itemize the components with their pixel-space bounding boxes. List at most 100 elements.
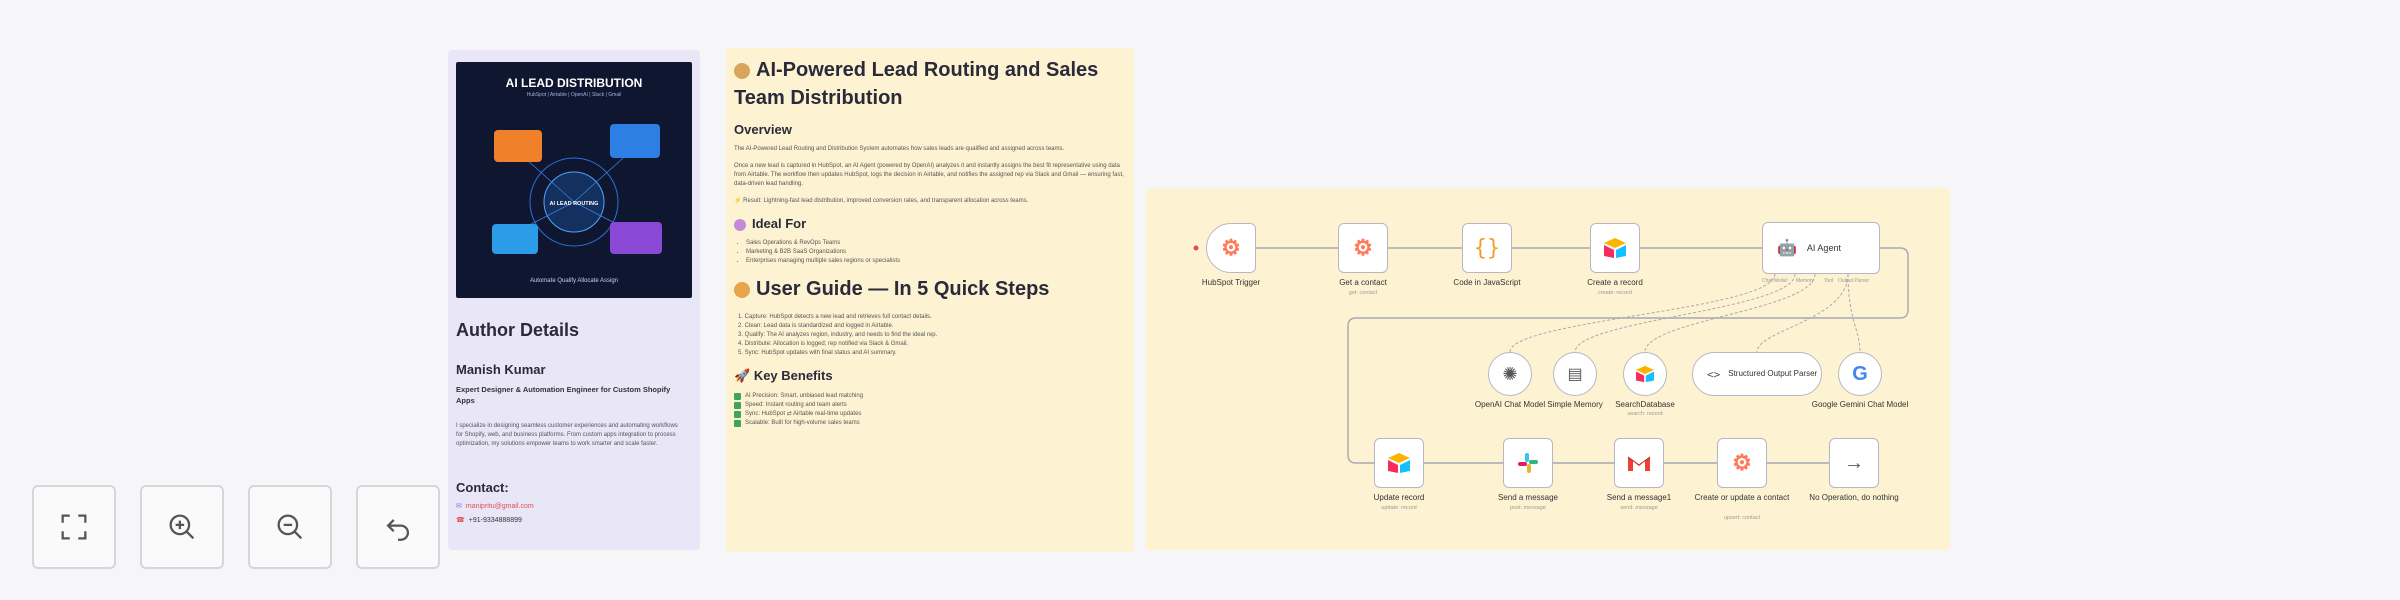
list-item: 5. Sync: HubSpot updates with final stat… [738, 350, 897, 356]
node-sublabel: update: record [1381, 505, 1417, 511]
list-item: Scalable: Built for high-volume sales te… [734, 419, 1126, 428]
node-label: Code in JavaScript [1453, 278, 1521, 287]
check-icon [734, 411, 741, 418]
code-brackets-icon: <> [1707, 367, 1721, 381]
list-item: Enterprises managing multiple sales regi… [746, 257, 1126, 266]
update-record-node[interactable] [1374, 438, 1424, 488]
list-item: AI Precision: Smart, unbiased lead match… [734, 392, 1126, 401]
airtable-icon [1636, 365, 1654, 383]
list-item: 2. Clean: Lead data is standardized and … [738, 323, 894, 329]
structured-output-parser-node[interactable]: <> Structured Output Parser [1692, 352, 1822, 396]
node-label: Structured Output Parser [1728, 369, 1818, 378]
target-icon [734, 218, 746, 231]
slack-send-message-node[interactable] [1503, 438, 1553, 488]
cover-title: AI LEAD DISTRIBUTION [505, 76, 643, 90]
port-label: Chat Model [1762, 278, 1788, 284]
upsert-contact-node[interactable]: ⚙ [1717, 438, 1767, 488]
node-label: Send a message [1497, 493, 1559, 502]
list-item: Marketing & B2B SaaS Organizations [746, 248, 1126, 257]
ideal-heading: Ideal For [734, 216, 1126, 231]
lightning-icon: ⚡ [734, 198, 742, 204]
phone-number: +91-9334888899 [468, 516, 522, 524]
node-label: OpenAI Chat Model [1474, 400, 1546, 409]
fit-view-button[interactable] [32, 485, 116, 569]
simple-memory-node[interactable]: ▤ [1553, 352, 1597, 396]
cover-center-label: AI LEAD ROUTING [550, 201, 599, 207]
user-guide-heading: User Guide — In 5 Quick Steps [734, 278, 1126, 301]
contact-phone[interactable]: ☎ +91-9334888899 [456, 516, 522, 525]
zoom-out-icon [277, 514, 303, 540]
google-gemini-chat-model-node[interactable]: G [1838, 352, 1882, 396]
hubspot-trigger-node[interactable]: ⚙ [1206, 223, 1256, 273]
code-braces-icon: {} [1473, 235, 1501, 261]
code-node[interactable]: {} [1462, 223, 1512, 273]
ideal-list: Sales Operations & RevOps Teams Marketin… [734, 239, 1126, 266]
openai-icon: ✺ [1502, 363, 1518, 384]
node-sublabel: send: message [1620, 505, 1658, 511]
overview-paragraph-2: Once a new lead is captured in HubSpot, … [734, 163, 1124, 187]
node-label: No Operation, do nothing [1809, 493, 1899, 502]
list-item: Speed: Instant routing and team alerts [734, 401, 1126, 410]
database-icon: ▤ [1567, 366, 1583, 383]
guide-title: AI-Powered Lead Routing and Sales Team D… [734, 59, 1099, 109]
ai-agent-node[interactable]: 🤖 AI Agent [1762, 222, 1880, 274]
zoom-out-button[interactable] [248, 485, 332, 569]
airtable-icon [1604, 238, 1626, 258]
node-sublabel: get: contact [1348, 290, 1378, 296]
benefits-heading: 🚀 Key Benefits [734, 368, 833, 383]
node-label: Simple Memory [1547, 400, 1603, 409]
cover-subtitle: HubSpot | Airtable | OpenAI | Slack | Gm… [526, 92, 622, 98]
port-label: Output Parser [1838, 278, 1870, 284]
port-label: Tool [1824, 278, 1834, 284]
hubspot-icon: ⚙ [1221, 235, 1241, 260]
steps-list: 1. Capture: HubSpot detects a new lead a… [734, 313, 1126, 358]
zoom-in-button[interactable] [140, 485, 224, 569]
hubspot-icon: ⚙ [1353, 235, 1373, 260]
gmail-send-message-node[interactable] [1614, 438, 1664, 488]
node-label: Get a contact [1339, 278, 1387, 287]
list-item: 1. Capture: HubSpot detects a new lead a… [738, 314, 932, 320]
overview-paragraph-1: The AI-Powered Lead Routing and Distribu… [734, 146, 1065, 152]
rocket-icon: 🚀 [734, 368, 751, 383]
openai-chat-model-node[interactable]: ✺ [1488, 352, 1532, 396]
cover-footer: Automate Qualify Allocate Assign [529, 278, 619, 284]
compass-icon [734, 281, 750, 298]
gmail-icon [1627, 456, 1651, 471]
author-heading: Author Details [456, 320, 580, 340]
get-contact-node[interactable]: ⚙ [1338, 223, 1388, 273]
contact-email[interactable]: ✉ manipritu@gmail.com [456, 502, 534, 511]
result-paragraph: ⚡ Result: Lightning-fast lead distributi… [734, 198, 1029, 204]
email-link[interactable]: manipritu@gmail.com [465, 502, 534, 510]
node-label: HubSpot Trigger [1201, 278, 1261, 287]
create-record-node[interactable] [1590, 223, 1640, 273]
author-sticky-note[interactable]: AI LEAD DISTRIBUTION HubSpot | Airtable … [448, 50, 700, 550]
robot-icon: 🤖 [1777, 240, 1797, 257]
reset-zoom-button[interactable] [356, 485, 440, 569]
phone-icon: ☎ [456, 517, 465, 524]
node-sublabel: post: message [1510, 505, 1546, 511]
port-label: Memory [1796, 278, 1815, 284]
list-item: 4. Distribute: Allocation is logged; rep… [738, 341, 909, 347]
hubspot-icon: ⚙ [1732, 450, 1752, 475]
contact-heading: Contact: [456, 480, 509, 495]
node-sublabel: search: record [1627, 411, 1663, 417]
node-sublabel: upsert: contact [1723, 515, 1761, 521]
author-role: Expert Designer & Automation Engineer fo… [456, 385, 671, 405]
node-label: AI Agent [1806, 243, 1841, 253]
google-icon: G [1852, 362, 1868, 385]
slack-icon [1518, 453, 1538, 473]
node-label: Update record [1373, 493, 1425, 502]
node-label: Create or update a contact [1694, 493, 1790, 502]
cover-image: AI LEAD DISTRIBUTION HubSpot | Airtable … [456, 62, 692, 298]
airtable-icon [1388, 453, 1410, 473]
guide-sticky-note[interactable]: AI-Powered Lead Routing and Sales Team D… [726, 48, 1134, 552]
node-sublabel: create: record [1598, 290, 1632, 296]
cover-illustration: AI LEAD ROUTING [492, 124, 662, 254]
search-database-node[interactable] [1623, 352, 1667, 396]
zoom-in-icon [169, 514, 195, 540]
list-item: Sync: HubSpot ⇄ Airtable real-time updat… [734, 410, 1126, 419]
no-operation-node[interactable]: → [1829, 438, 1879, 488]
check-icon [734, 420, 741, 427]
author-name: Manish Kumar [456, 362, 546, 377]
node-label: Google Gemini Chat Model [1811, 400, 1909, 409]
